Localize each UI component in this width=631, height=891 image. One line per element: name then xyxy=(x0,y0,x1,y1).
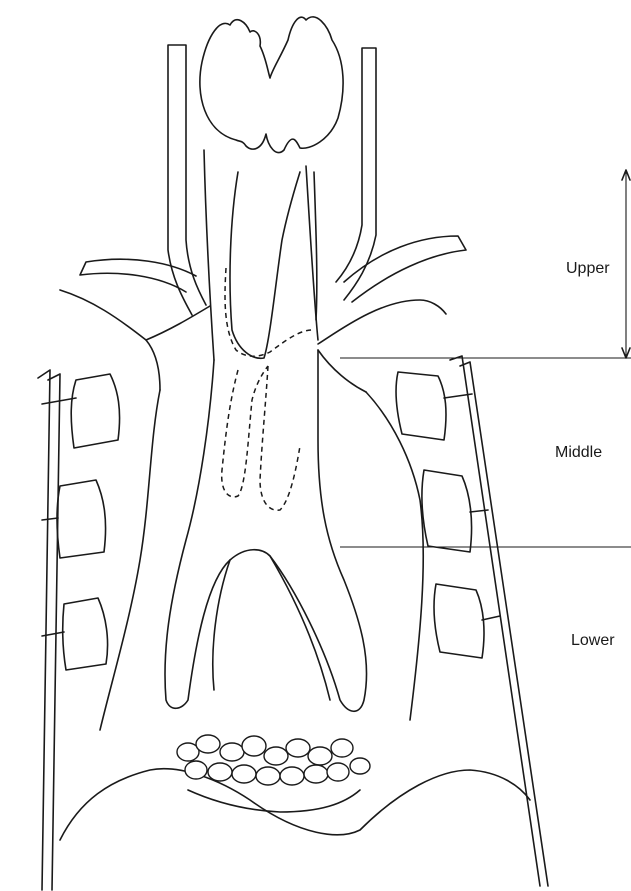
left-rib-3 xyxy=(63,598,108,670)
right-subclavian-artery xyxy=(344,236,466,302)
right-rib-3 xyxy=(434,584,484,658)
left-rib-rail-inner xyxy=(48,374,60,890)
left-rib-2 xyxy=(57,480,106,558)
right-rib-rail-inner xyxy=(460,362,548,886)
bronchus-inner-left xyxy=(213,560,230,690)
trachea-outline xyxy=(230,172,300,358)
right-rib-2 xyxy=(422,470,472,552)
left-rib-1 xyxy=(71,374,119,448)
right-rib-1 xyxy=(396,372,446,440)
left-rib-rail-outer xyxy=(38,370,50,890)
region-label-lower: Lower xyxy=(571,632,615,649)
right-rib-rail-outer xyxy=(450,356,540,886)
esophagus-upper-left xyxy=(204,150,214,360)
dashed-descending-right xyxy=(260,366,300,510)
thyroid-gland xyxy=(200,17,343,153)
right-vessel-lower xyxy=(318,350,366,392)
mediastinum-right-contour xyxy=(366,392,423,720)
bronchus-inner-right xyxy=(270,556,330,700)
stomach-base xyxy=(188,790,360,812)
left-subclavian-artery xyxy=(80,259,196,292)
left-brachiocephalic-vein xyxy=(60,290,210,340)
right-vessel-branch xyxy=(318,300,446,344)
region-label-upper: Upper xyxy=(566,260,610,277)
region-label-middle: Middle xyxy=(555,444,602,461)
dashed-descending-left xyxy=(222,366,268,497)
left-vessel-lower xyxy=(146,340,160,390)
